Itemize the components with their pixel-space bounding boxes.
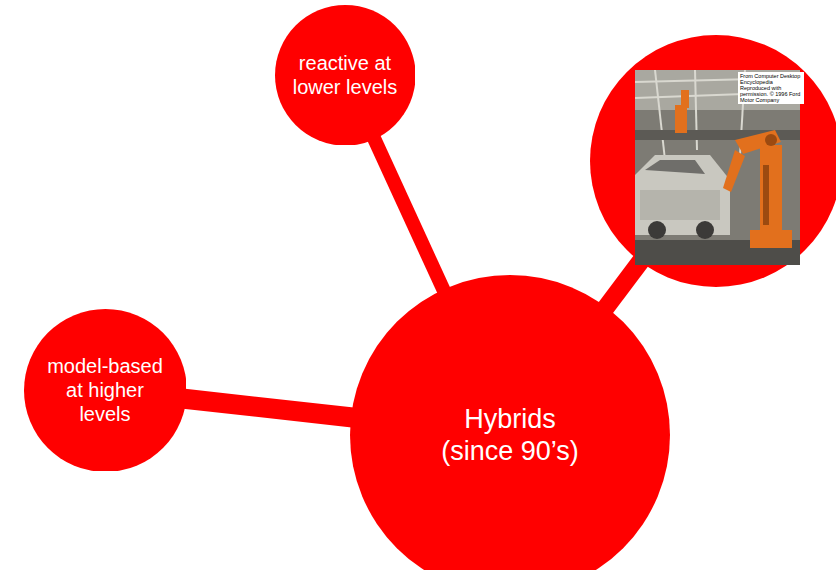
- circle-node: reactive at lower levels: [275, 5, 416, 146]
- text-holder: model-based at higher levels: [24, 309, 187, 472]
- text-holder: reactive at lower levels: [275, 5, 416, 146]
- node-label: Hybrids (since 90’s): [428, 403, 593, 468]
- connector-neck: [373, 135, 445, 293]
- text-holder: Hybrids (since 90’s): [350, 275, 670, 570]
- photo-credit: From Computer Desktop Encyclopedia Repro…: [738, 72, 804, 104]
- central-circle-node: Hybrids (since 90’s): [350, 275, 670, 570]
- circle-fill: [350, 275, 670, 570]
- node-label: model-based at higher levels: [41, 354, 169, 426]
- circle-fill: [590, 35, 836, 287]
- circle-fill: [275, 5, 416, 146]
- connector-neck: [182, 399, 355, 418]
- connector-neck: [604, 259, 643, 311]
- circle-node: model-based at higher levels: [24, 309, 187, 472]
- node-label: reactive at lower levels: [287, 51, 402, 99]
- circle-fill: [24, 309, 187, 472]
- circle-outline: [275, 5, 416, 146]
